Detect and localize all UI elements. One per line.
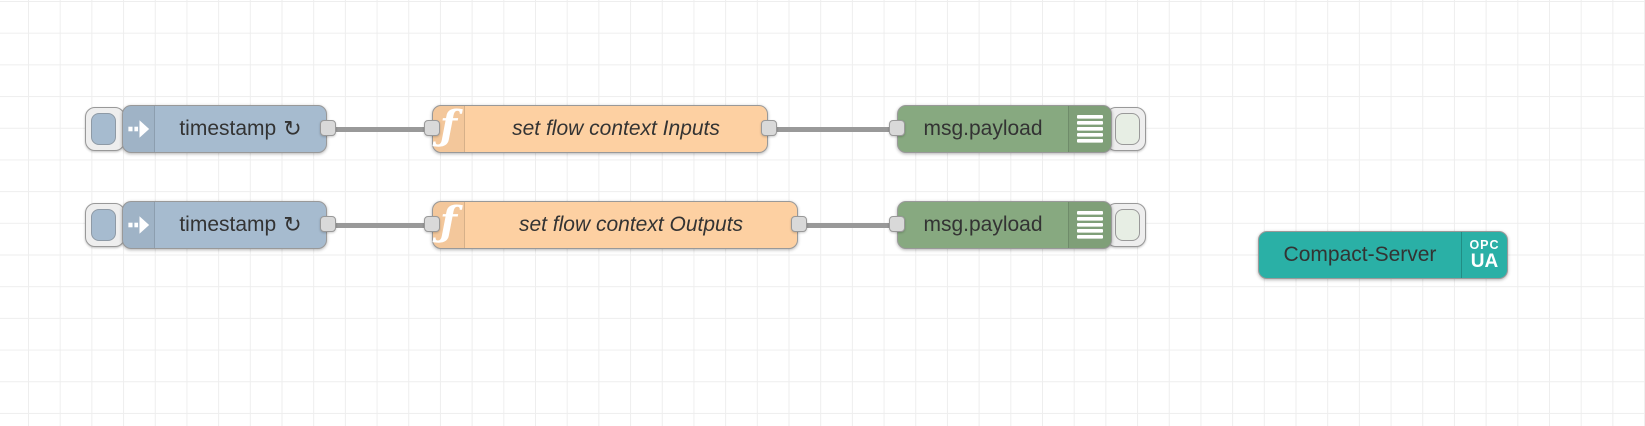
wire-inject-to-function[interactable] [327, 222, 432, 228]
debug-toggle-button[interactable] [1106, 203, 1146, 247]
function-node-label: set flow context Inputs [512, 117, 720, 140]
inject-trigger-button[interactable] [85, 203, 125, 247]
debug-node[interactable]: msg.payload [889, 201, 1112, 249]
function-input-port[interactable] [424, 215, 440, 232]
repeat-indicator-icon: ↻ [283, 116, 302, 141]
opcua-compact-server-node[interactable]: Compact-Server OPC UA [1258, 231, 1508, 279]
debug-node-label: msg.payload [923, 117, 1043, 140]
debug-node-label: msg.payload [923, 213, 1043, 236]
inject-node[interactable]: timestamp ↻ [122, 105, 336, 153]
debug-input-port[interactable] [889, 119, 905, 136]
inject-trigger-button-face [91, 209, 116, 241]
debug-toggle-button-face [1115, 113, 1140, 145]
inject-arrow-icon [123, 106, 155, 152]
debug-list-icon [1068, 106, 1111, 152]
function-input-port[interactable] [424, 119, 440, 136]
opcua-badge-icon: OPC UA [1461, 232, 1507, 278]
function-node-label: set flow context Outputs [518, 213, 744, 236]
inject-trigger-button-face [91, 113, 116, 145]
inject-node-label: timestamp ↻ [179, 212, 302, 237]
function-output-port[interactable] [761, 119, 777, 136]
debug-toggle-button[interactable] [1106, 107, 1146, 151]
inject-node-label: timestamp ↻ [179, 116, 302, 141]
repeat-indicator-icon: ↻ [283, 212, 302, 237]
function-node[interactable]: ƒ set flow context Inputs [424, 105, 777, 153]
inject-output-port[interactable] [320, 215, 336, 232]
inject-output-port[interactable] [320, 119, 336, 136]
wire-inject-to-function[interactable] [327, 126, 432, 132]
debug-list-icon [1068, 202, 1111, 248]
debug-node[interactable]: msg.payload [889, 105, 1112, 153]
wire-function-to-debug[interactable] [798, 222, 897, 228]
debug-input-port[interactable] [889, 215, 905, 232]
debug-toggle-button-face [1115, 209, 1140, 241]
inject-trigger-button[interactable] [85, 107, 125, 151]
inject-node[interactable]: timestamp ↻ [122, 201, 336, 249]
server-node-label: Compact-Server [1283, 243, 1437, 266]
function-node[interactable]: ƒ set flow context Outputs [424, 201, 807, 249]
function-output-port[interactable] [791, 215, 807, 232]
inject-arrow-icon [123, 202, 155, 248]
wire-function-to-debug[interactable] [768, 126, 897, 132]
